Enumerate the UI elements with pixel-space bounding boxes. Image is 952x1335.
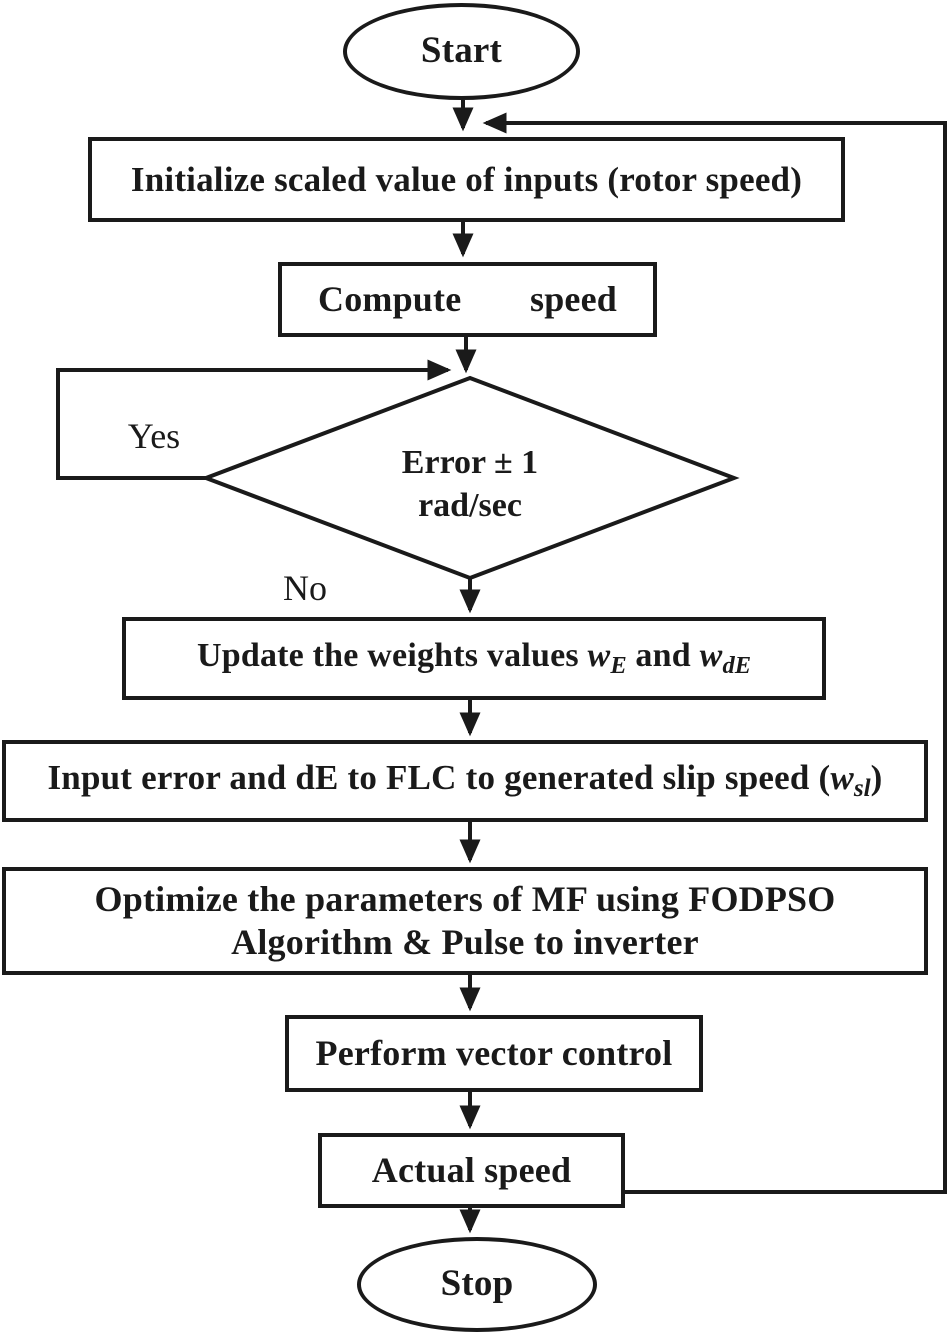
optimize-line1: Optimize the parameters of MF using FODP… xyxy=(94,878,836,919)
update-weights-box: Update the weights values wE and wdE xyxy=(122,617,826,700)
input-flc-label: Input error and dE to FLC to generated s… xyxy=(47,757,882,804)
w-de-subscript: dE xyxy=(722,652,752,680)
decision-line2: rad/sec xyxy=(418,486,522,524)
initialize-label: Initialize scaled value of inputs (rotor… xyxy=(130,159,803,199)
optimize-fodpso-label: Optimize the parameters of MF using FODP… xyxy=(95,878,836,964)
no-branch-label: No xyxy=(283,568,327,608)
optimize-fodpso-box: Optimize the parameters of MF using FODP… xyxy=(2,867,928,975)
w-de-symbol: w xyxy=(699,637,723,675)
actual-speed-label: Actual speed xyxy=(371,1149,572,1190)
start-label: Start xyxy=(420,30,503,72)
perform-vector-control-box: Perform vector control xyxy=(285,1015,703,1092)
compute-speed-row: Compute speed xyxy=(282,278,653,321)
initialize-process-box: Initialize scaled value of inputs (rotor… xyxy=(88,137,845,222)
optimize-line2: Algorithm & Pulse to inverter xyxy=(231,922,699,962)
compute-word: Compute xyxy=(318,278,462,319)
decision-line1: Error ± 1 xyxy=(401,444,539,481)
compute-speed-box: Compute speed xyxy=(278,262,657,337)
update-text-pre: Update the weights values xyxy=(196,637,588,675)
w-sl-symbol: w xyxy=(830,758,854,798)
w-e-subscript: E xyxy=(610,652,627,680)
error-decision-label: Error ± 1 rad/sec xyxy=(340,442,600,527)
w-sl-subscript: sl xyxy=(853,775,871,803)
update-weights-label: Update the weights values wE and wdE xyxy=(197,636,751,680)
update-text-mid: and xyxy=(626,637,700,675)
input-flc-text-pre: Input error and dE to FLC to generated s… xyxy=(47,758,831,798)
speed-word: speed xyxy=(529,278,617,319)
input-flc-box: Input error and dE to FLC to generated s… xyxy=(2,740,928,822)
input-flc-text-post: ) xyxy=(870,758,883,798)
yes-branch-label: Yes xyxy=(127,416,181,456)
stop-label: Stop xyxy=(440,1263,514,1305)
yes-loop-connector xyxy=(56,359,452,480)
feedback-connector xyxy=(482,112,947,1194)
w-e-symbol: w xyxy=(587,637,611,675)
actual-speed-box: Actual speed xyxy=(318,1133,625,1208)
start-terminator: Start xyxy=(343,3,580,100)
perform-vector-control-label: Perform vector control xyxy=(315,1032,673,1073)
stop-terminator: Stop xyxy=(357,1237,597,1332)
